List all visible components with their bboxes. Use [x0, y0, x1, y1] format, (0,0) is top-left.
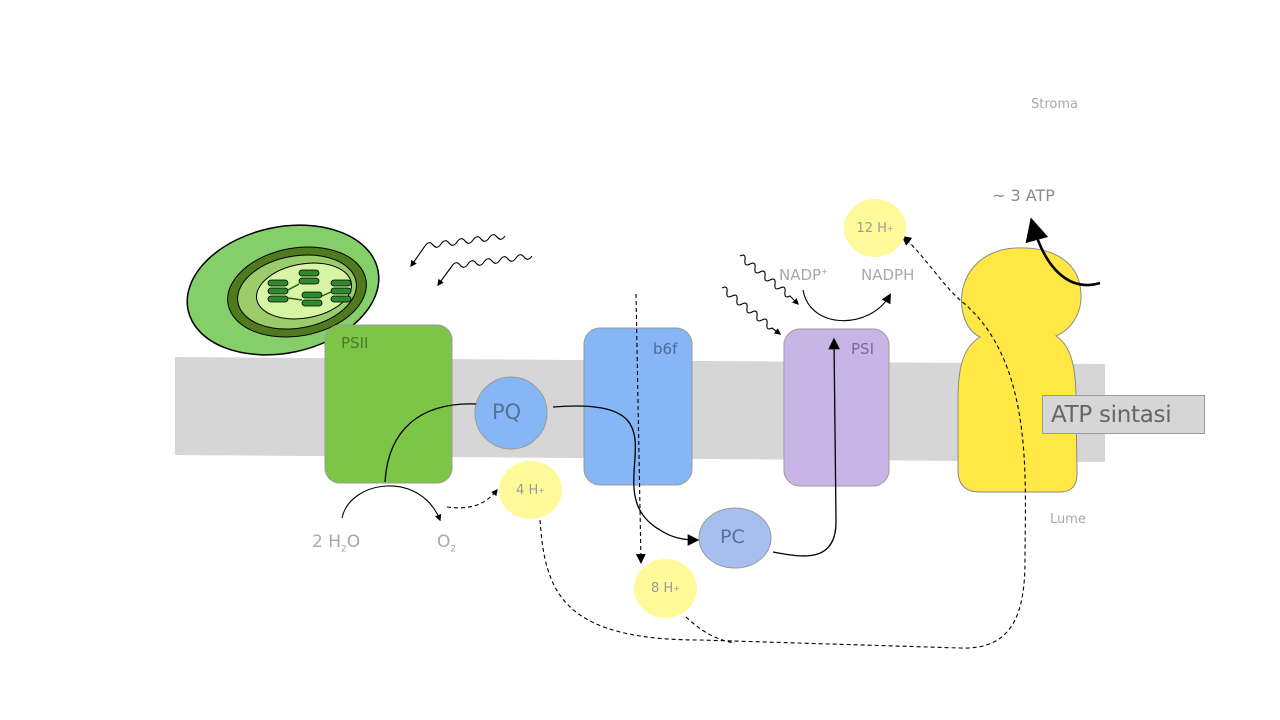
water-sub: 2: [341, 544, 347, 555]
water-coef: 2 H: [312, 532, 342, 552]
psi-label: PSI: [851, 340, 874, 358]
chloroplast-icon: [186, 224, 380, 356]
proton-badge-8h: 8 H+: [634, 559, 697, 618]
proton-flow-8h-to-lumen: [685, 616, 736, 644]
nadp-base: NADP: [779, 266, 822, 284]
psi-complex: [783, 328, 890, 487]
water-label: 2 H2O: [312, 534, 360, 554]
proton-flow-b6f-to-8h: [635, 293, 646, 564]
psii-label: PSII: [341, 334, 369, 352]
pq-label: PQ: [492, 400, 522, 424]
atp-synthase-complex: [957, 247, 1082, 493]
proton-return-path: [539, 235, 1026, 649]
oxygen-sub: 2: [450, 544, 457, 555]
water-tail: O: [346, 532, 361, 552]
pq-carrier: [474, 376, 548, 450]
proton-8h-count: 8 H: [651, 581, 674, 596]
nadp-label: NADP+: [779, 268, 828, 283]
b6f-label: b6f: [653, 340, 678, 358]
nadph-label: NADPH: [861, 266, 915, 284]
light-rays-psi: [721, 254, 799, 335]
proton-flow-o2-to-4h: [446, 488, 498, 509]
water-splitting-arrow: [341, 485, 442, 522]
pc-label: PC: [720, 526, 745, 548]
proton-4h-count: 4 H: [516, 482, 539, 498]
oxygen-label: O2: [437, 534, 456, 554]
proton-12h-count: 12 H: [856, 220, 887, 236]
proton-8h-charge: +: [673, 584, 680, 593]
proton-badge-12h: 12 H+: [844, 199, 906, 257]
proton-12h-charge: +: [886, 223, 894, 233]
atp-yield-label: ~ 3 ATP: [992, 186, 1055, 205]
light-rays-psii: [410, 234, 533, 287]
oxygen-base: O: [437, 532, 451, 552]
psii-complex: [324, 324, 453, 484]
stroma-label: Stroma: [1031, 97, 1078, 112]
atp-synthase-label: ATP sintasi: [1042, 395, 1205, 434]
nadp-charge: +: [821, 267, 828, 276]
electron-flow-pq-to-pc: [552, 405, 700, 546]
electron-flow-pc-to-psi: [772, 337, 840, 557]
lumen-label: Lume: [1050, 512, 1086, 527]
electron-flow-water-to-pq: [384, 403, 477, 483]
nadp-reduction-arrow: [802, 289, 891, 322]
atp-synthesis-arrow: [1025, 217, 1101, 287]
proton-badge-4h: 4 H+: [499, 461, 562, 519]
proton-4h-charge: +: [538, 485, 545, 495]
